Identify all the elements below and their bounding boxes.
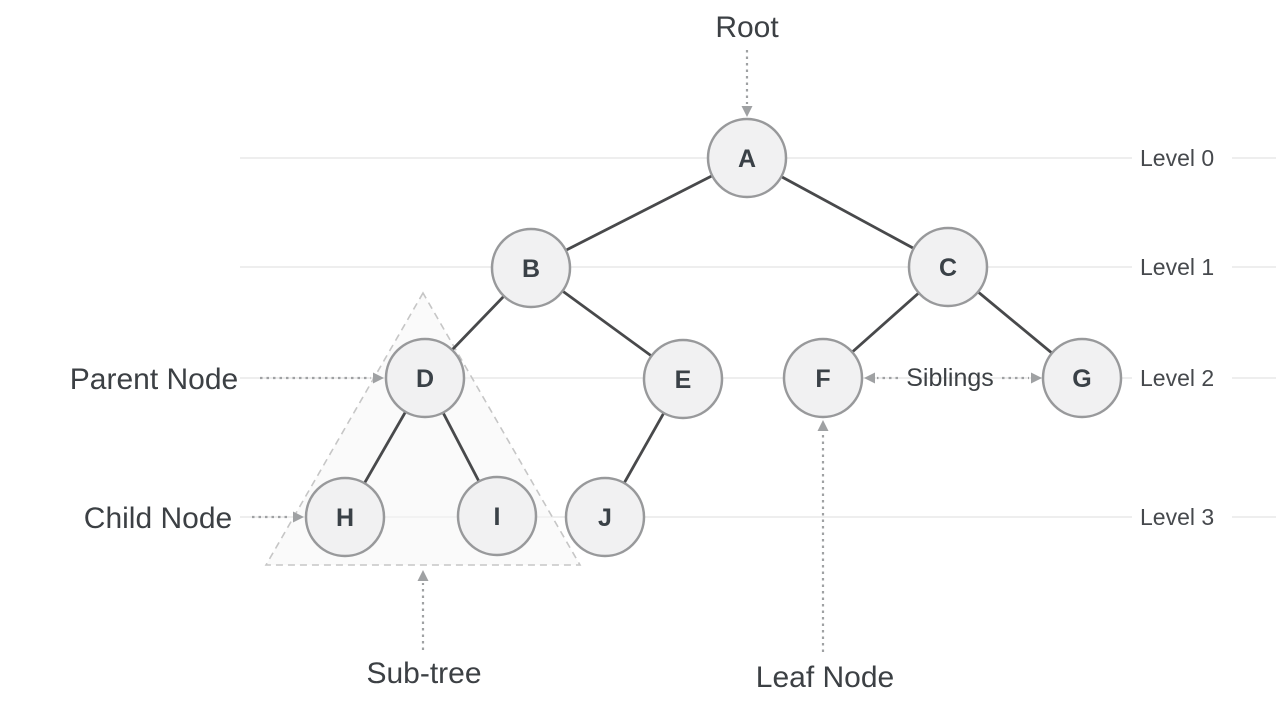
arrow-head-child-node-0: [293, 511, 304, 523]
node-A: A: [706, 117, 788, 199]
node-B: B: [490, 227, 572, 309]
node-label-E: E: [675, 366, 692, 394]
node-circle-F: [782, 337, 864, 419]
node-circle-I: [456, 475, 538, 557]
level-label-0: Level 0: [1140, 145, 1214, 171]
edge-A-B: [530, 156, 748, 270]
node-label-A: A: [738, 145, 756, 173]
node-label-C: C: [939, 254, 957, 282]
node-circle-A: [706, 117, 788, 199]
annotation-siblings-label: Siblings: [906, 364, 994, 392]
arrow-head-root-0: [741, 106, 753, 117]
node-D: D: [384, 337, 466, 419]
node-label-B: B: [522, 255, 540, 283]
node-J: J: [564, 476, 646, 558]
arrow-head-siblings-0: [864, 372, 875, 384]
node-circle-C: [907, 226, 989, 308]
annotation-root-label: Root: [715, 11, 779, 44]
node-E: E: [642, 338, 724, 420]
arrow-head-sub-tree-0: [417, 570, 429, 581]
annotation-leaf-node-label: Leaf Node: [756, 661, 894, 694]
arrow-head-siblings-1: [1031, 372, 1042, 384]
node-H: H: [304, 476, 386, 558]
annotation-sub-tree-label: Sub-tree: [366, 657, 481, 690]
node-label-D: D: [416, 365, 434, 393]
node-circle-G: [1041, 337, 1123, 419]
node-circle-B: [490, 227, 572, 309]
level-label-3: Level 3: [1140, 504, 1214, 530]
node-circle-D: [384, 337, 466, 419]
node-circle-J: [564, 476, 646, 558]
level-label-2: Level 2: [1140, 365, 1214, 391]
node-I: I: [456, 475, 538, 557]
annotation-parent-node-label: Parent Node: [70, 363, 238, 396]
arrow-head-leaf-node-0: [817, 420, 829, 431]
node-label-F: F: [815, 365, 830, 393]
node-label-G: G: [1072, 365, 1091, 393]
node-circle-H: [304, 476, 386, 558]
arrow-head-parent-node-0: [373, 372, 384, 384]
node-F: F: [782, 337, 864, 419]
level-label-1: Level 1: [1140, 254, 1214, 280]
node-C: C: [907, 226, 989, 308]
node-label-H: H: [336, 504, 354, 532]
node-circle-E: [642, 338, 724, 420]
node-label-J: J: [598, 504, 612, 532]
node-G: G: [1041, 337, 1123, 419]
node-label-I: I: [494, 503, 501, 531]
annotation-child-node-label: Child Node: [84, 502, 232, 535]
